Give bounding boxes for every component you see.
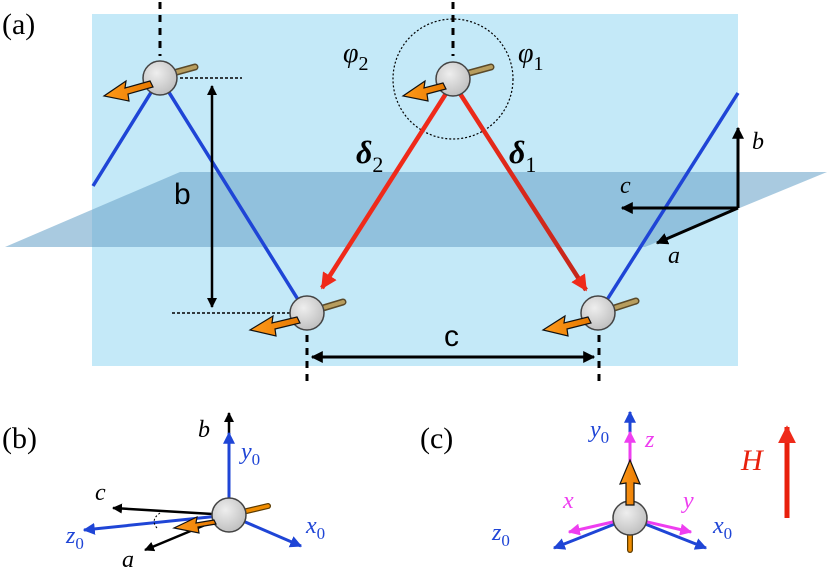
angle-circle bbox=[392, 18, 514, 140]
delta2-label: δ2 bbox=[356, 134, 383, 177]
axis-y0-label: y0 bbox=[588, 417, 609, 447]
axis-c-label: c bbox=[620, 173, 631, 199]
chain-right bbox=[596, 92, 740, 315]
axis-z-label: z bbox=[644, 427, 655, 453]
b-dimension-label: b bbox=[174, 178, 191, 211]
ion-top-center bbox=[401, 61, 495, 102]
spin-arrow-icon bbox=[619, 458, 641, 506]
panel-a: (a) b c φ2 φ1 δ2 δ1 bbox=[2, 2, 827, 382]
ion-panel-c bbox=[612, 458, 648, 553]
crystal-axes-a: b c a bbox=[620, 126, 764, 269]
delta2-arrow bbox=[320, 90, 449, 290]
axis-y0-label: y0 bbox=[239, 439, 260, 469]
panel-label-a: (a) bbox=[2, 8, 35, 41]
axis-a-label: a bbox=[122, 547, 134, 573]
axis-z0-label: z0 bbox=[65, 523, 84, 553]
angle-arc bbox=[153, 512, 161, 529]
field-H-label: H bbox=[740, 444, 765, 477]
spin-arrow-icon bbox=[102, 79, 154, 102]
axis-y-label: y bbox=[681, 488, 694, 514]
phi2-label: φ2 bbox=[343, 38, 369, 75]
axis-b-label: b bbox=[752, 129, 764, 155]
axis-z0-label: z0 bbox=[491, 520, 510, 550]
axis-x0-label: x0 bbox=[305, 513, 325, 543]
phi1-label: φ1 bbox=[518, 38, 544, 75]
c-dimension-label: c bbox=[444, 320, 459, 353]
axis-b-label: b bbox=[198, 417, 210, 443]
ion-bottom-right bbox=[541, 295, 640, 337]
axis-x-label: x bbox=[562, 488, 574, 514]
panel-label-c: (c) bbox=[420, 422, 453, 455]
spin-arrow-icon bbox=[401, 79, 447, 102]
ion-bottom-left bbox=[248, 295, 347, 337]
spin-arrow-icon bbox=[172, 515, 217, 534]
panel-label-b: (b) bbox=[2, 422, 37, 455]
delta1-label: δ1 bbox=[509, 134, 536, 177]
axis-a-arrow bbox=[655, 206, 739, 245]
axis-c-arrow bbox=[112, 503, 230, 517]
spin-arrow-icon bbox=[248, 314, 301, 337]
delta1-arrow bbox=[457, 90, 588, 292]
axis-z0-arrow bbox=[82, 513, 230, 535]
axis-c-label: c bbox=[95, 480, 106, 506]
axis-a-label: a bbox=[668, 243, 680, 269]
panel-b: (b) b y0 c z0 a x0 bbox=[2, 412, 325, 573]
ion-top-left bbox=[102, 60, 199, 102]
spin-arrow-icon bbox=[541, 314, 592, 337]
panel-c: (c) y0 z x y z0 x0 H bbox=[420, 410, 796, 553]
ion-panel-b bbox=[172, 497, 271, 534]
axis-x0-label: x0 bbox=[712, 513, 732, 543]
